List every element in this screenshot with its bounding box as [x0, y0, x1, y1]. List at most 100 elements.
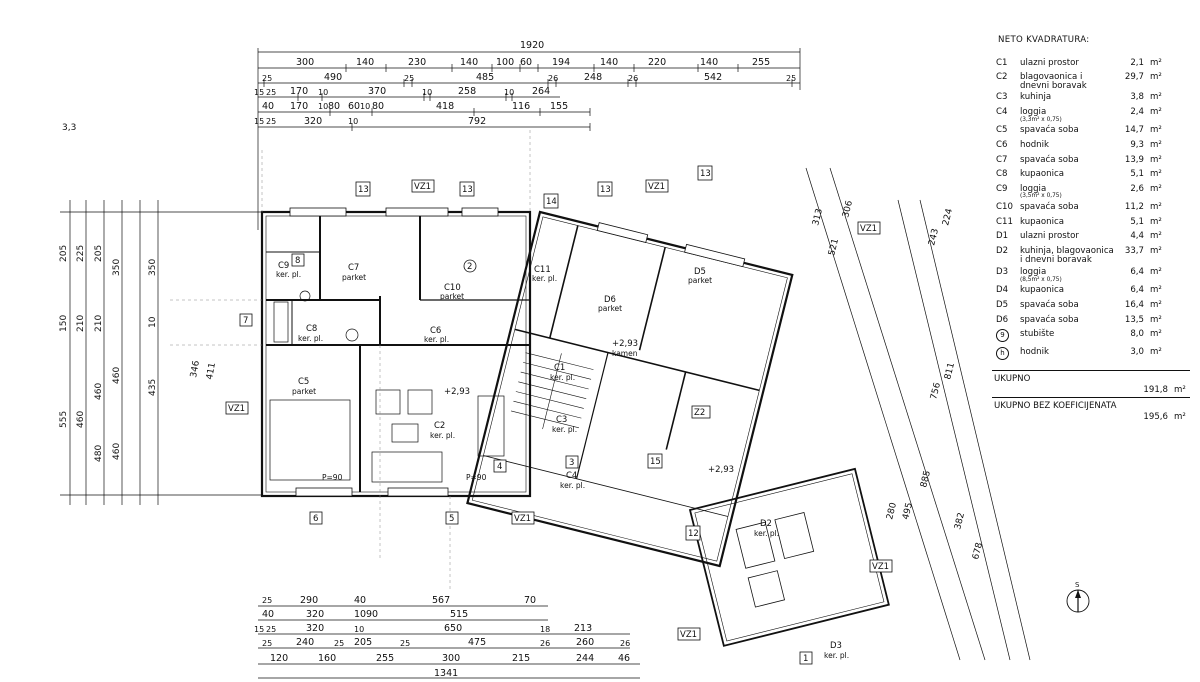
- misc-note: P=90: [466, 473, 487, 482]
- area-code: D2: [996, 245, 1009, 256]
- section-label: VZ1: [414, 182, 431, 192]
- area-unit: m²: [1150, 125, 1162, 136]
- area-name: blagovaonica i dnevni boravak: [1020, 72, 1087, 91]
- north-arrow-icon: S: [1066, 581, 1090, 613]
- dim-text: 300: [442, 653, 460, 664]
- total-divider: [992, 370, 1190, 372]
- bottom-dimension-values: 25 290 40 567 70 40 320 10 90 515 15 25 …: [254, 595, 630, 679]
- dim-text: 15: [254, 117, 264, 126]
- area-value: 2,4: [1130, 106, 1144, 117]
- dim-text: 15: [254, 625, 264, 634]
- room-label-c6: C6: [430, 326, 441, 336]
- area-unit: m²: [1150, 92, 1162, 103]
- section-label: VZ1: [648, 182, 665, 192]
- level-mark: +2,93: [612, 339, 638, 349]
- total-nocoef-row: 195,6 m²: [992, 413, 1190, 422]
- total-nocoef-label: UKUPNO BEZ KOEFICIJENATA: [994, 401, 1117, 412]
- section-label: VZ1: [228, 404, 245, 414]
- right-dimension-chains: [805, 167, 1031, 661]
- marker: 13: [462, 185, 473, 195]
- dim-text: 320: [304, 116, 322, 127]
- dim-overall-top: 1920: [520, 40, 544, 51]
- dim-text: 306: [841, 199, 855, 218]
- top-dimension-values: 1920 300 140 230 140 100 60 194 140 220 …: [254, 40, 796, 127]
- area-unit: m²: [1150, 314, 1162, 325]
- dim-text: 220: [648, 57, 666, 68]
- area-unit: m²: [1150, 106, 1162, 117]
- dim-text: 224: [941, 207, 955, 226]
- room-floor-c1: ker. pl.: [550, 373, 575, 382]
- dim-text: 25: [400, 639, 410, 648]
- right-dimension-values: 243 224 811 756 382 678 280 495 885 313 …: [811, 199, 985, 560]
- area-value: 3,0: [1130, 347, 1144, 358]
- marker: 15: [650, 457, 661, 467]
- area-name: stubište: [1020, 329, 1055, 340]
- area-code: C10: [996, 202, 1013, 213]
- dim-text: 194: [552, 57, 570, 68]
- section-label: VZ1: [860, 224, 877, 234]
- room-floor-c10: parket: [440, 292, 464, 301]
- dim-text: 515: [450, 609, 468, 620]
- marker: 2: [467, 262, 472, 272]
- area-value: 13,5: [1124, 314, 1144, 325]
- area-name: loggia(3,3m² x 0,75): [1020, 108, 1114, 123]
- area-code: C5: [996, 125, 1008, 136]
- dim-text: 40: [262, 609, 274, 620]
- marker: 12: [688, 529, 699, 539]
- total-divider-2: [992, 397, 1190, 399]
- dim-text: 475: [468, 637, 486, 648]
- area-code: D3: [996, 267, 1009, 278]
- area-value: 11,2: [1124, 202, 1144, 213]
- dim-text: 25: [404, 74, 414, 83]
- dim-text: 10: [360, 102, 370, 111]
- dim-text: 370: [368, 86, 386, 97]
- room-label-c10: C10: [444, 283, 461, 293]
- dim-text: 70: [524, 595, 536, 606]
- area-code: D1: [996, 231, 1009, 242]
- dim-text: 460: [112, 367, 122, 384]
- room-floor-c9: ker. pl.: [276, 270, 301, 279]
- area-code: C2: [996, 72, 1008, 83]
- area-value: 4,4: [1130, 231, 1144, 242]
- dim-text: 100: [496, 57, 514, 68]
- dim-text: 10: [318, 88, 328, 97]
- area-code: C8: [996, 169, 1008, 180]
- room-floor-c11: ker. pl.: [532, 274, 557, 283]
- dim-text: 418: [436, 101, 454, 112]
- level-mark: +2,93: [444, 387, 470, 397]
- area-name: ulazni prostor: [1020, 57, 1079, 68]
- dim-text: 25: [262, 639, 272, 648]
- dim-text: 411: [205, 362, 218, 381]
- north-label: S: [1075, 581, 1080, 589]
- room-label-c1: C1: [554, 363, 565, 373]
- dim-text: 10: [354, 609, 366, 620]
- room-label-c5: C5: [298, 377, 309, 387]
- total-value: 191,8: [1143, 384, 1168, 395]
- area-name: spavaća soba: [1020, 154, 1079, 165]
- area-value: 6,4: [1130, 267, 1144, 278]
- dim-text: 290: [300, 595, 318, 606]
- area-name: kuhinja, blagovaonica i dnevni boravak: [1020, 245, 1114, 265]
- area-code: C6: [996, 139, 1008, 150]
- area-unit: m²: [1150, 139, 1162, 150]
- marker: 1: [803, 654, 808, 664]
- dim-text: 215: [512, 653, 530, 664]
- dim-text: 213: [574, 623, 592, 634]
- dim-text: 255: [376, 653, 394, 664]
- dim-text: 205: [94, 245, 104, 262]
- dim-text: 116: [512, 101, 530, 112]
- dim-text: 26: [540, 639, 550, 648]
- dim-text: 435: [148, 379, 158, 396]
- dim-text: 244: [576, 653, 594, 664]
- dim-text: 60: [520, 57, 532, 68]
- top-dimension-chains: [258, 51, 800, 128]
- marker: 7: [243, 316, 248, 326]
- dim-text: 25: [334, 639, 344, 648]
